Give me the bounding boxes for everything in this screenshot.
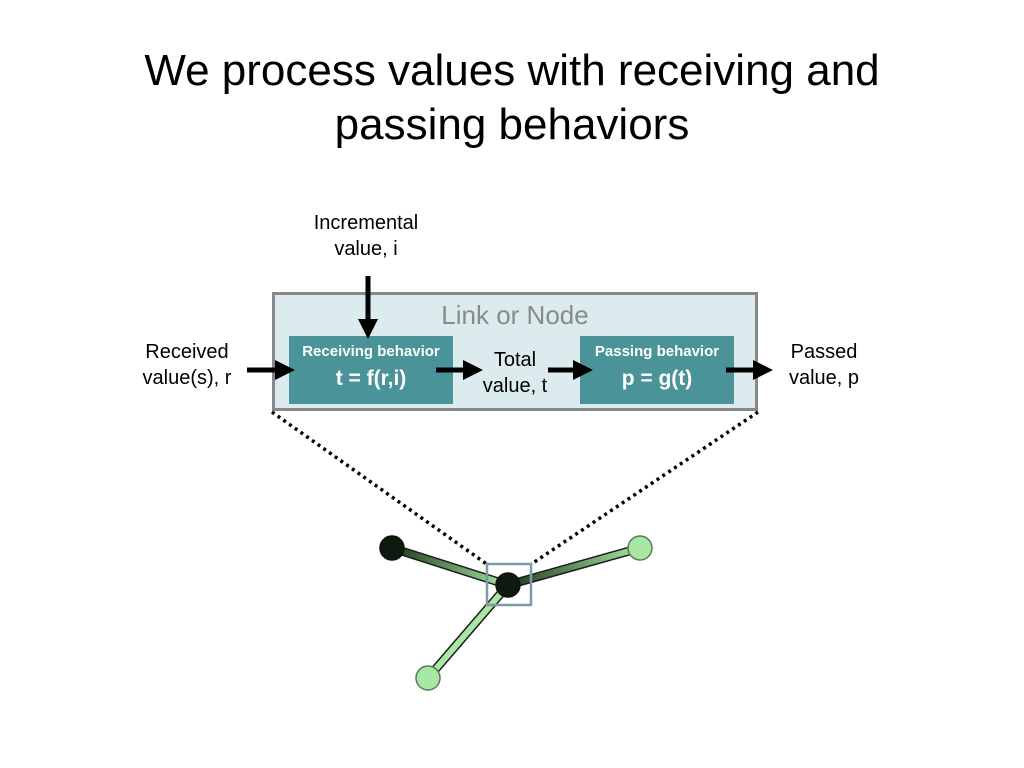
receiving-behavior-formula: t = f(r,i) (335, 367, 407, 390)
zoom-square (485, 562, 533, 607)
receiving-behavior-title: Receiving behavior (302, 343, 440, 360)
passing-behavior-title: Passing behavior (594, 343, 720, 360)
node-center (495, 572, 521, 598)
passed-value-label: Passed value, p (788, 341, 860, 389)
receiving-behavior-box: Receiving behavior t = f(r,i) (289, 336, 453, 404)
node-left (379, 535, 405, 561)
link-or-node-title: Link or Node (441, 300, 589, 330)
incremental-value-label: Incremental value, i (313, 212, 419, 260)
total-value-label: Total value, t (482, 349, 548, 397)
received-value-label: Received value(s), r (142, 341, 232, 389)
page-title: We process values with receiving and pas… (0, 44, 1024, 152)
edge-left-fill (391, 545, 509, 588)
title-line-1: We process values with receiving and (144, 46, 880, 95)
node-right (627, 535, 653, 561)
node-bottom (415, 665, 441, 691)
edge-right-fill (507, 545, 641, 588)
passing-behavior-box: Passing behavior p = g(t) (580, 336, 734, 404)
passing-behavior-formula: p = g(t) (621, 367, 693, 390)
title-line-2: passing behaviors (334, 100, 690, 149)
edge-bottom-fill (425, 583, 511, 680)
zoom-line-left (270, 410, 490, 567)
